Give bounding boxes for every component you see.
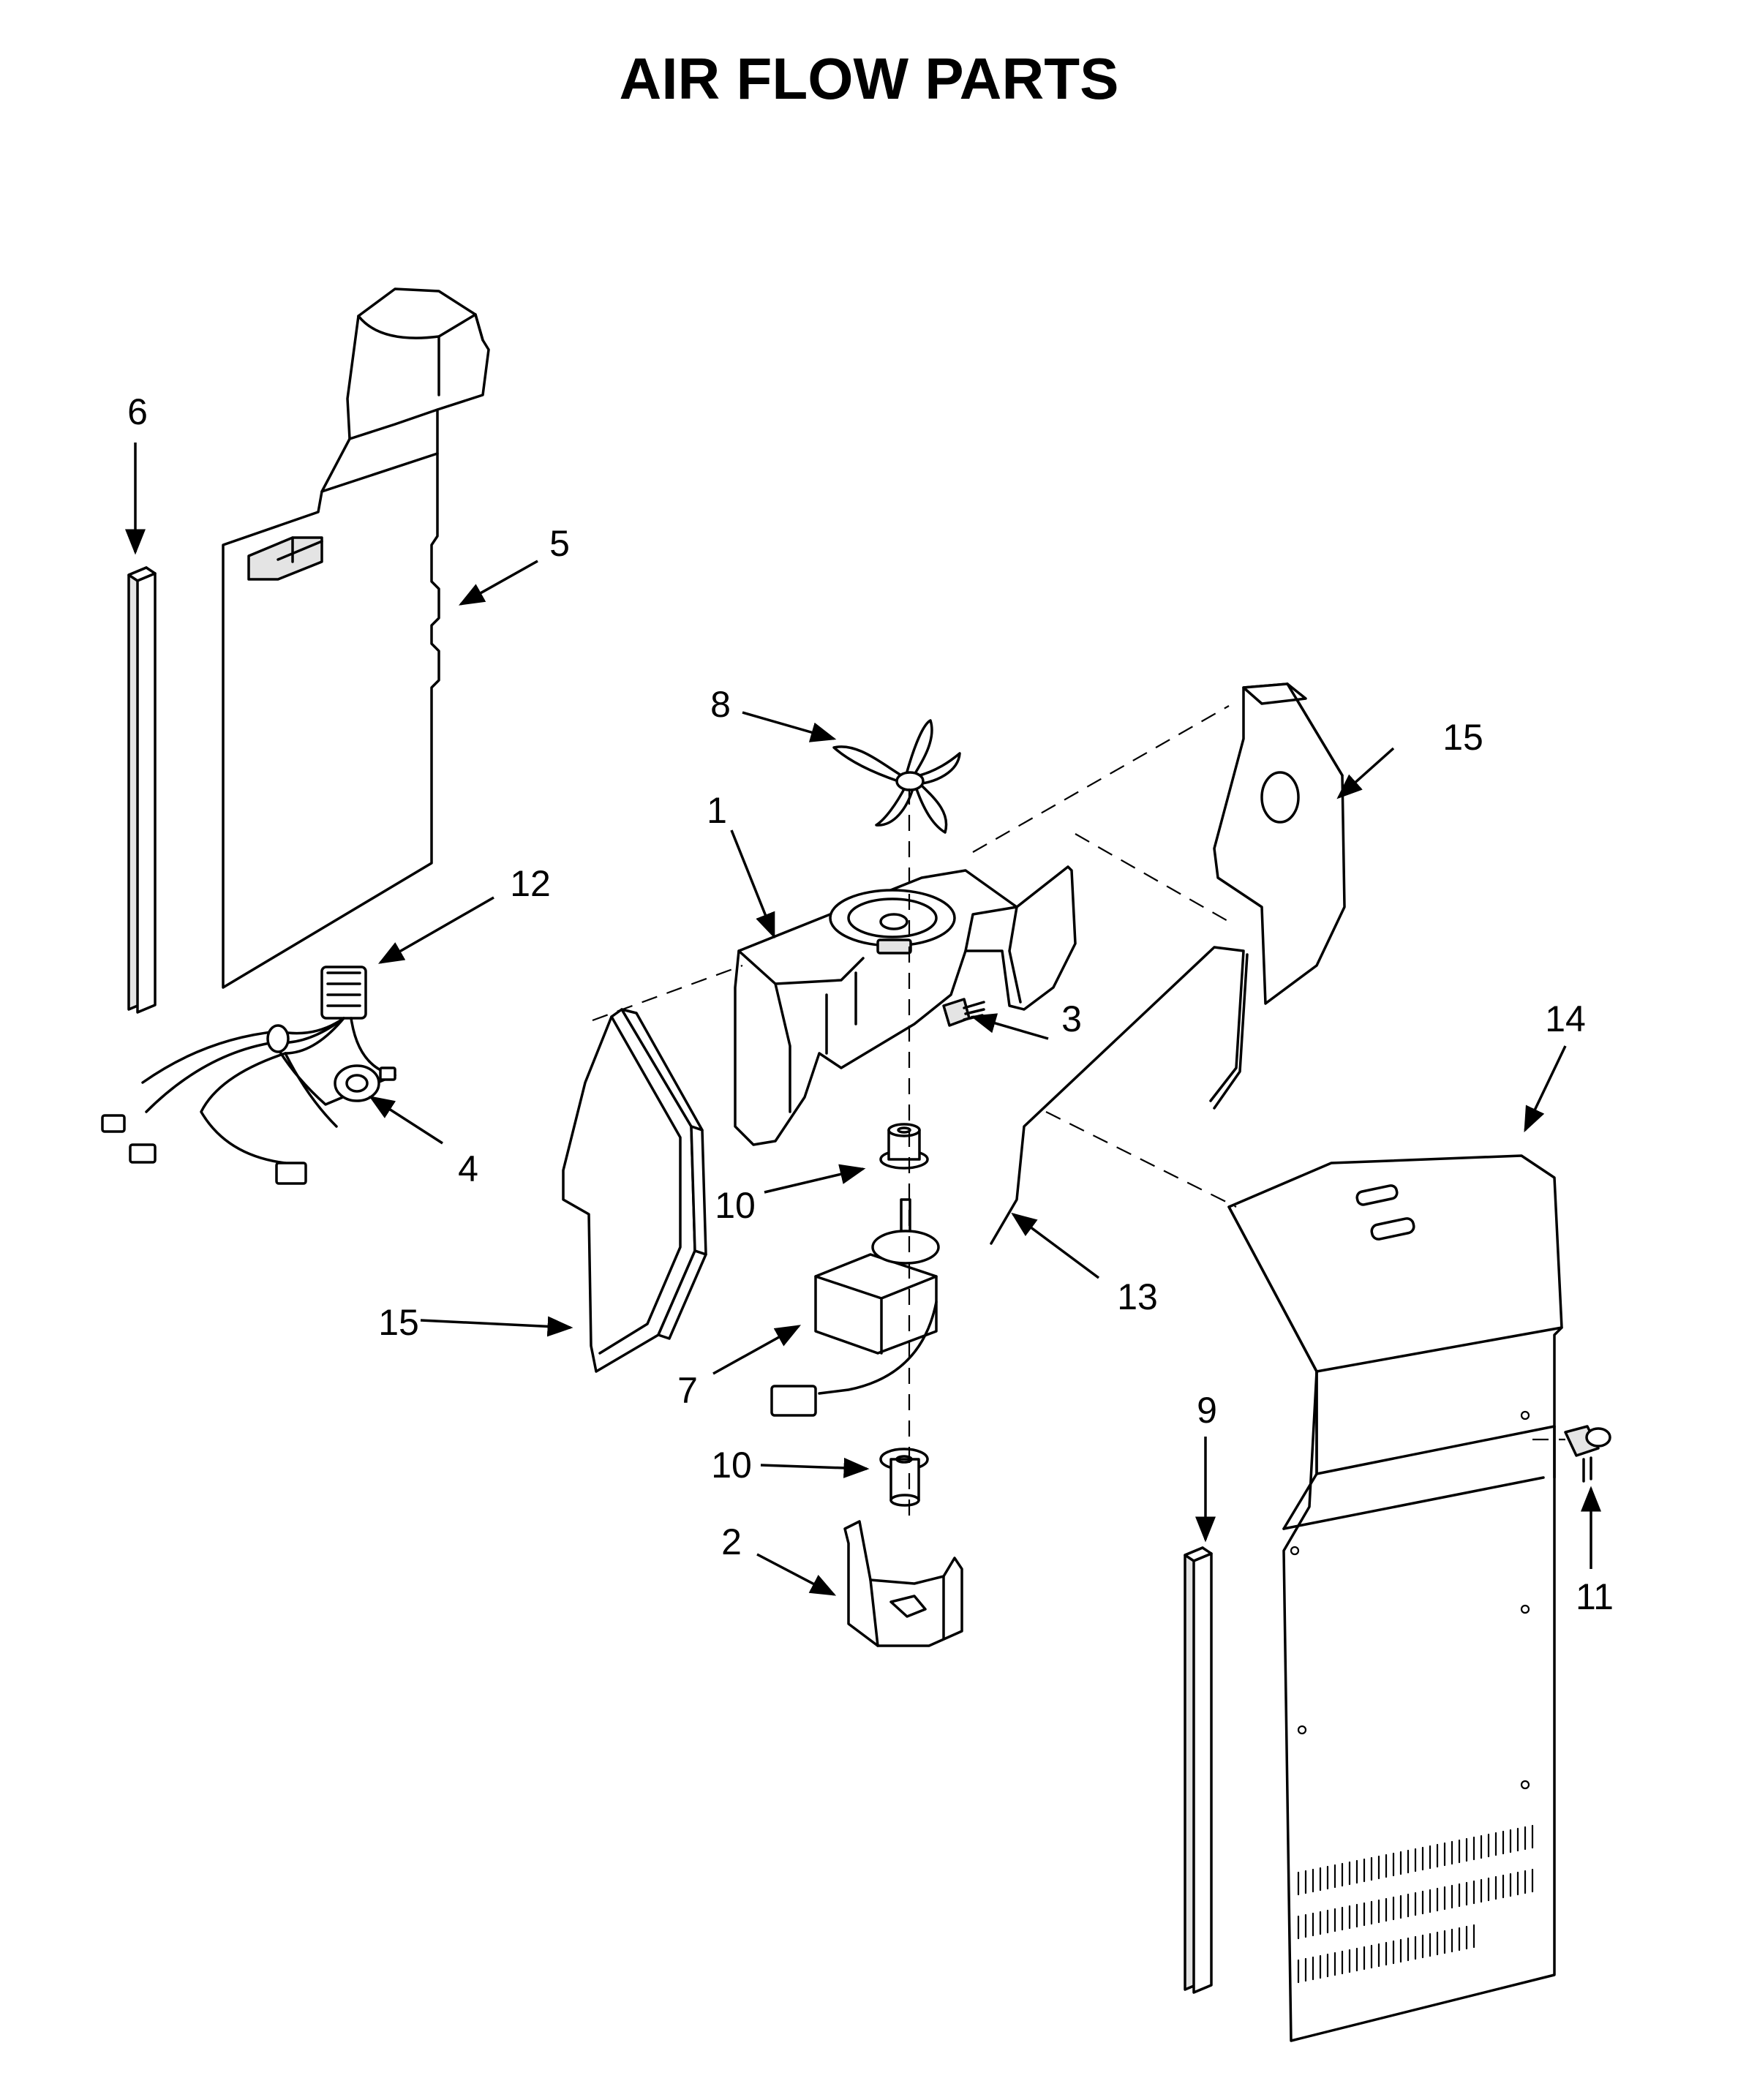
callout-6: 6 [127,391,148,432]
callout-3: 3 [1061,998,1082,1039]
callout-9: 9 [1197,1390,1217,1431]
callout-8: 8 [710,684,731,725]
part-15-baffle-left [562,1008,707,1373]
vent-slots [1297,1824,1534,1984]
callout-leaders [125,443,1601,1596]
callout-labels: 6 5 8 15 1 12 14 3 4 10 13 15 7 9 10 2 1… [127,391,1614,1617]
callout-10-upper: 10 [715,1185,756,1226]
page-title: AIR FLOW PARTS [620,46,1119,111]
callout-15-right: 15 [1442,717,1483,758]
callout-14: 14 [1545,998,1586,1039]
part-5-duct-cover-panel [222,287,490,989]
part-11-screw [1564,1425,1611,1483]
callout-7: 7 [677,1370,698,1411]
callout-5: 5 [549,523,570,564]
callout-11: 11 [1576,1576,1614,1617]
part-10-bushing-lower [879,1448,929,1507]
part-15-baffle-right [1213,682,1346,1005]
part-2-motor-bracket [843,1520,963,1647]
callout-12: 12 [510,863,551,904]
part-9-gasket-strip [1184,1546,1213,1994]
callout-10-lower: 10 [711,1445,752,1486]
part-4-grommet [334,1064,380,1102]
part-14-rear-panel [1227,1154,1563,2042]
assembly-lines [592,705,1565,1521]
part-10-bushing-upper [879,1123,929,1170]
callout-15-left: 15 [378,1302,419,1343]
part-13-wire-bracket [990,946,1249,1245]
part-6-gasket-strip [127,566,157,1014]
callout-13: 13 [1117,1276,1158,1317]
callout-4: 4 [458,1148,478,1189]
callout-1: 1 [707,790,727,831]
part-7-fan-motor [770,1198,940,1417]
part-3-screw [942,998,985,1027]
part-8-fan-blade [832,719,961,834]
part-12-wiring-harness [101,966,396,1185]
callout-2: 2 [721,1521,742,1562]
part-1-fan-housing [734,865,1077,1146]
